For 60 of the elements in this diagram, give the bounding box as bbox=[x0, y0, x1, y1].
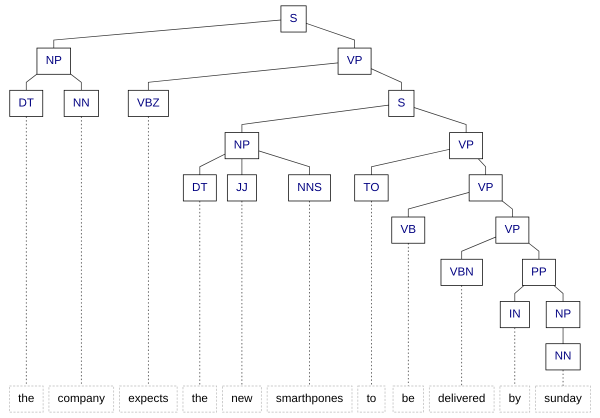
node-box: expects bbox=[119, 386, 178, 413]
node-box: NP bbox=[224, 132, 260, 160]
node-box: S bbox=[280, 5, 307, 32]
connector bbox=[562, 327, 564, 344]
node-box: VBZ bbox=[128, 90, 169, 117]
connector bbox=[461, 236, 496, 260]
connector bbox=[562, 370, 564, 386]
connector bbox=[554, 285, 564, 302]
connector bbox=[148, 116, 149, 386]
node-box: NN bbox=[546, 343, 581, 370]
connector bbox=[414, 107, 466, 133]
connector bbox=[370, 68, 402, 91]
connector bbox=[148, 62, 338, 91]
node-box: company bbox=[48, 386, 114, 413]
node-box: be bbox=[392, 386, 424, 413]
connector bbox=[26, 116, 27, 386]
connector bbox=[408, 192, 470, 218]
connector bbox=[199, 200, 200, 386]
connector bbox=[514, 327, 516, 386]
node-box: DT bbox=[182, 174, 217, 202]
connector bbox=[80, 116, 82, 386]
connector bbox=[528, 242, 540, 260]
connector bbox=[514, 285, 524, 302]
connector bbox=[502, 200, 513, 218]
node-box: IN bbox=[500, 301, 530, 328]
node-box: by bbox=[500, 386, 530, 413]
node-box: the bbox=[182, 386, 218, 413]
connector bbox=[371, 148, 450, 176]
node-box: VP bbox=[496, 216, 530, 244]
connector bbox=[371, 200, 372, 386]
node-box: DT bbox=[9, 90, 44, 117]
node-box: JJ bbox=[226, 174, 257, 202]
node-box: to bbox=[357, 386, 386, 413]
node-box: NN bbox=[64, 90, 99, 117]
connector bbox=[258, 150, 310, 176]
node-box: NNS bbox=[288, 174, 331, 202]
node-box: NP bbox=[546, 301, 580, 328]
node-box: delivered bbox=[428, 386, 494, 413]
node-box: VP bbox=[449, 132, 483, 160]
connector bbox=[26, 74, 38, 91]
connector bbox=[461, 285, 462, 386]
connector bbox=[309, 200, 310, 386]
node-box: NP bbox=[36, 48, 71, 75]
connector bbox=[242, 104, 390, 133]
node-box: VB bbox=[391, 216, 426, 244]
node-box: PP bbox=[522, 258, 556, 286]
connector bbox=[306, 22, 355, 48]
node-box: smarthpones bbox=[266, 386, 352, 413]
node-box: sunday bbox=[535, 386, 591, 413]
node-box: TO bbox=[354, 174, 389, 202]
node-box: the bbox=[9, 386, 44, 413]
connector bbox=[70, 74, 82, 91]
connector bbox=[53, 20, 282, 48]
node-box: VP bbox=[468, 174, 503, 202]
node-box: new bbox=[222, 386, 262, 413]
connector bbox=[478, 158, 486, 176]
node-box: VBN bbox=[440, 258, 483, 286]
node-box: S bbox=[388, 90, 414, 117]
node-box: VP bbox=[338, 48, 372, 75]
connector bbox=[199, 154, 226, 176]
